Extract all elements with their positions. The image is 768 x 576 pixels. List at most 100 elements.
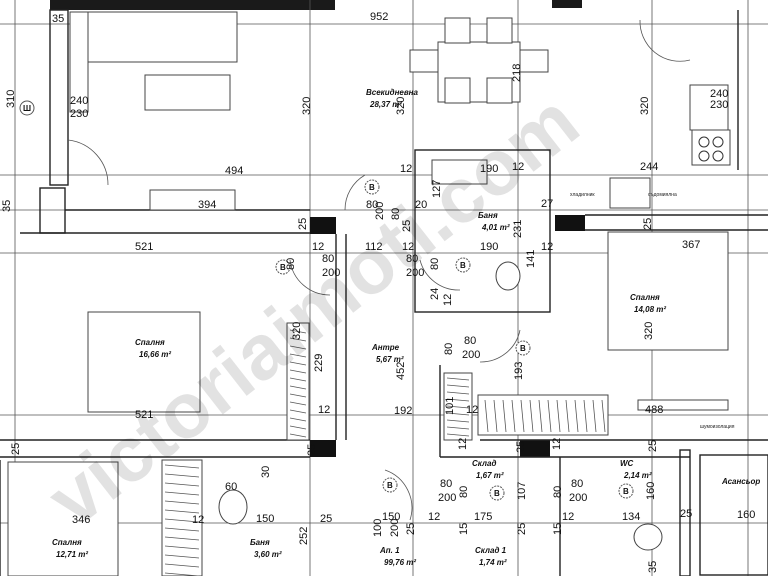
room-name: Ап. 1 — [379, 546, 400, 555]
dimension-label: 320 — [643, 322, 655, 340]
dimension-label: 494 — [225, 165, 243, 177]
dimension-label: 200 — [569, 492, 587, 504]
room-name: WC — [620, 459, 634, 468]
furniture — [7, 11, 731, 576]
room-name: Спалня — [52, 538, 82, 547]
dimension-label: 346 — [72, 514, 90, 526]
exterior-wall — [552, 0, 582, 8]
window-tag: Ш — [23, 104, 31, 113]
elevator-label: Асансьор — [721, 477, 760, 486]
dimension-label: 229 — [313, 354, 325, 372]
dimension-label: 80 — [366, 199, 378, 211]
dimension-label: 952 — [370, 11, 388, 23]
dimension-label: 452 — [395, 362, 407, 380]
coffee-table — [144, 74, 231, 111]
door-tag: B — [369, 183, 375, 192]
dimension-label: 12 — [318, 404, 330, 416]
door-tag-icon — [489, 485, 505, 501]
dimension-label: 100 — [372, 519, 384, 537]
dimension-label: 112 — [365, 241, 383, 253]
dimension-label: 310 — [5, 90, 17, 108]
window-tag-icon — [19, 100, 35, 116]
dimension-label: 35 — [52, 13, 64, 25]
door-tag-icon — [455, 257, 471, 273]
dimension-label: 80 — [285, 258, 297, 270]
dimension-label: 25 — [10, 443, 22, 455]
dimension-label: 127 — [431, 180, 443, 198]
dimension-label: 200 — [322, 267, 340, 279]
exterior-wall — [50, 0, 335, 10]
room-name: Баня — [478, 211, 498, 220]
dimension-label: 25 — [680, 508, 692, 520]
dimension-label: 35 — [1, 200, 13, 212]
dimension-label: 25 — [401, 220, 413, 232]
room-area: 14,08 m² — [634, 305, 666, 314]
dimension-label: 35 — [647, 561, 659, 573]
dimension-label: 25 — [515, 441, 527, 453]
room-name: Всекидневна — [366, 88, 419, 97]
plan-note: съдомиялна — [648, 192, 677, 198]
dimension-label: 12 — [428, 511, 440, 523]
wardrobe — [477, 394, 609, 436]
bed — [87, 311, 201, 413]
dimension-label: 25 — [647, 440, 659, 452]
dimension-label: 320 — [301, 97, 313, 115]
stove — [691, 129, 731, 166]
dimension-label: 231 — [512, 220, 524, 238]
dimension-label: 320 — [639, 97, 651, 115]
dimension-label: 12 — [457, 438, 469, 450]
sink — [431, 159, 488, 185]
dimension-label: 12 — [466, 404, 478, 416]
dimension-label: 12 — [312, 241, 324, 253]
dimension-label: 25 — [297, 218, 309, 230]
plan-note: шумоизолация — [700, 424, 735, 430]
room-area: 5,67 m² — [376, 355, 404, 364]
room-area: 1,74 m² — [479, 558, 507, 567]
door-swings — [67, 19, 691, 521]
dimension-label: 230 — [70, 108, 88, 120]
toilet — [218, 489, 248, 525]
door-tag-icon — [364, 179, 380, 195]
plan-note: хладилник — [570, 192, 595, 198]
bed — [7, 461, 119, 576]
door-tag-icon — [618, 483, 634, 499]
dimension-label: 12 — [541, 241, 553, 253]
dimension-label: 12 — [192, 514, 204, 526]
room-area: 16,66 m² — [139, 350, 171, 359]
door-tag-icon — [275, 259, 291, 275]
dimension-label: 80 — [443, 343, 455, 355]
dimension-label: 15 — [458, 523, 470, 535]
room-area: 4,01 m² — [481, 223, 510, 232]
dimension-label: 160 — [645, 482, 657, 500]
dimension-label: 25 — [642, 218, 654, 230]
dimension-label: 200 — [374, 202, 386, 220]
room-name: Склад — [472, 459, 496, 468]
dimension-label: 394 — [198, 199, 216, 211]
room-name: Склад 1 — [475, 546, 507, 555]
sofa — [69, 11, 238, 63]
dimension-label: 134 — [622, 511, 640, 523]
dimension-label: 25 — [320, 513, 332, 525]
room-area: 1,67 m² — [476, 471, 504, 480]
dimension-label: 190 — [480, 163, 498, 175]
wardrobe-hatch — [164, 329, 606, 576]
door-tag-icon — [382, 477, 398, 493]
dimension-label: 80 — [406, 253, 418, 265]
dimension-label: 367 — [682, 239, 700, 251]
dimension-label: 200 — [462, 349, 480, 361]
dimension-label: 12 — [402, 241, 414, 253]
dimension-label: 12 — [512, 161, 524, 173]
dimension-label: 141 — [525, 250, 537, 268]
dimension-label: 24 — [429, 288, 441, 300]
dimension-label: 252 — [298, 527, 310, 545]
dimension-label: 25 — [405, 523, 417, 535]
dimension-label: 101 — [444, 397, 456, 415]
dimension-label: 240 — [710, 88, 728, 100]
dimension-label: 190 — [480, 241, 498, 253]
dimension-label: 320 — [291, 322, 303, 340]
dimension-label: 80 — [390, 208, 402, 220]
dimension-label: 192 — [394, 405, 412, 417]
dimension-label: 80 — [429, 258, 441, 270]
dimension-label: 60 — [225, 481, 237, 493]
